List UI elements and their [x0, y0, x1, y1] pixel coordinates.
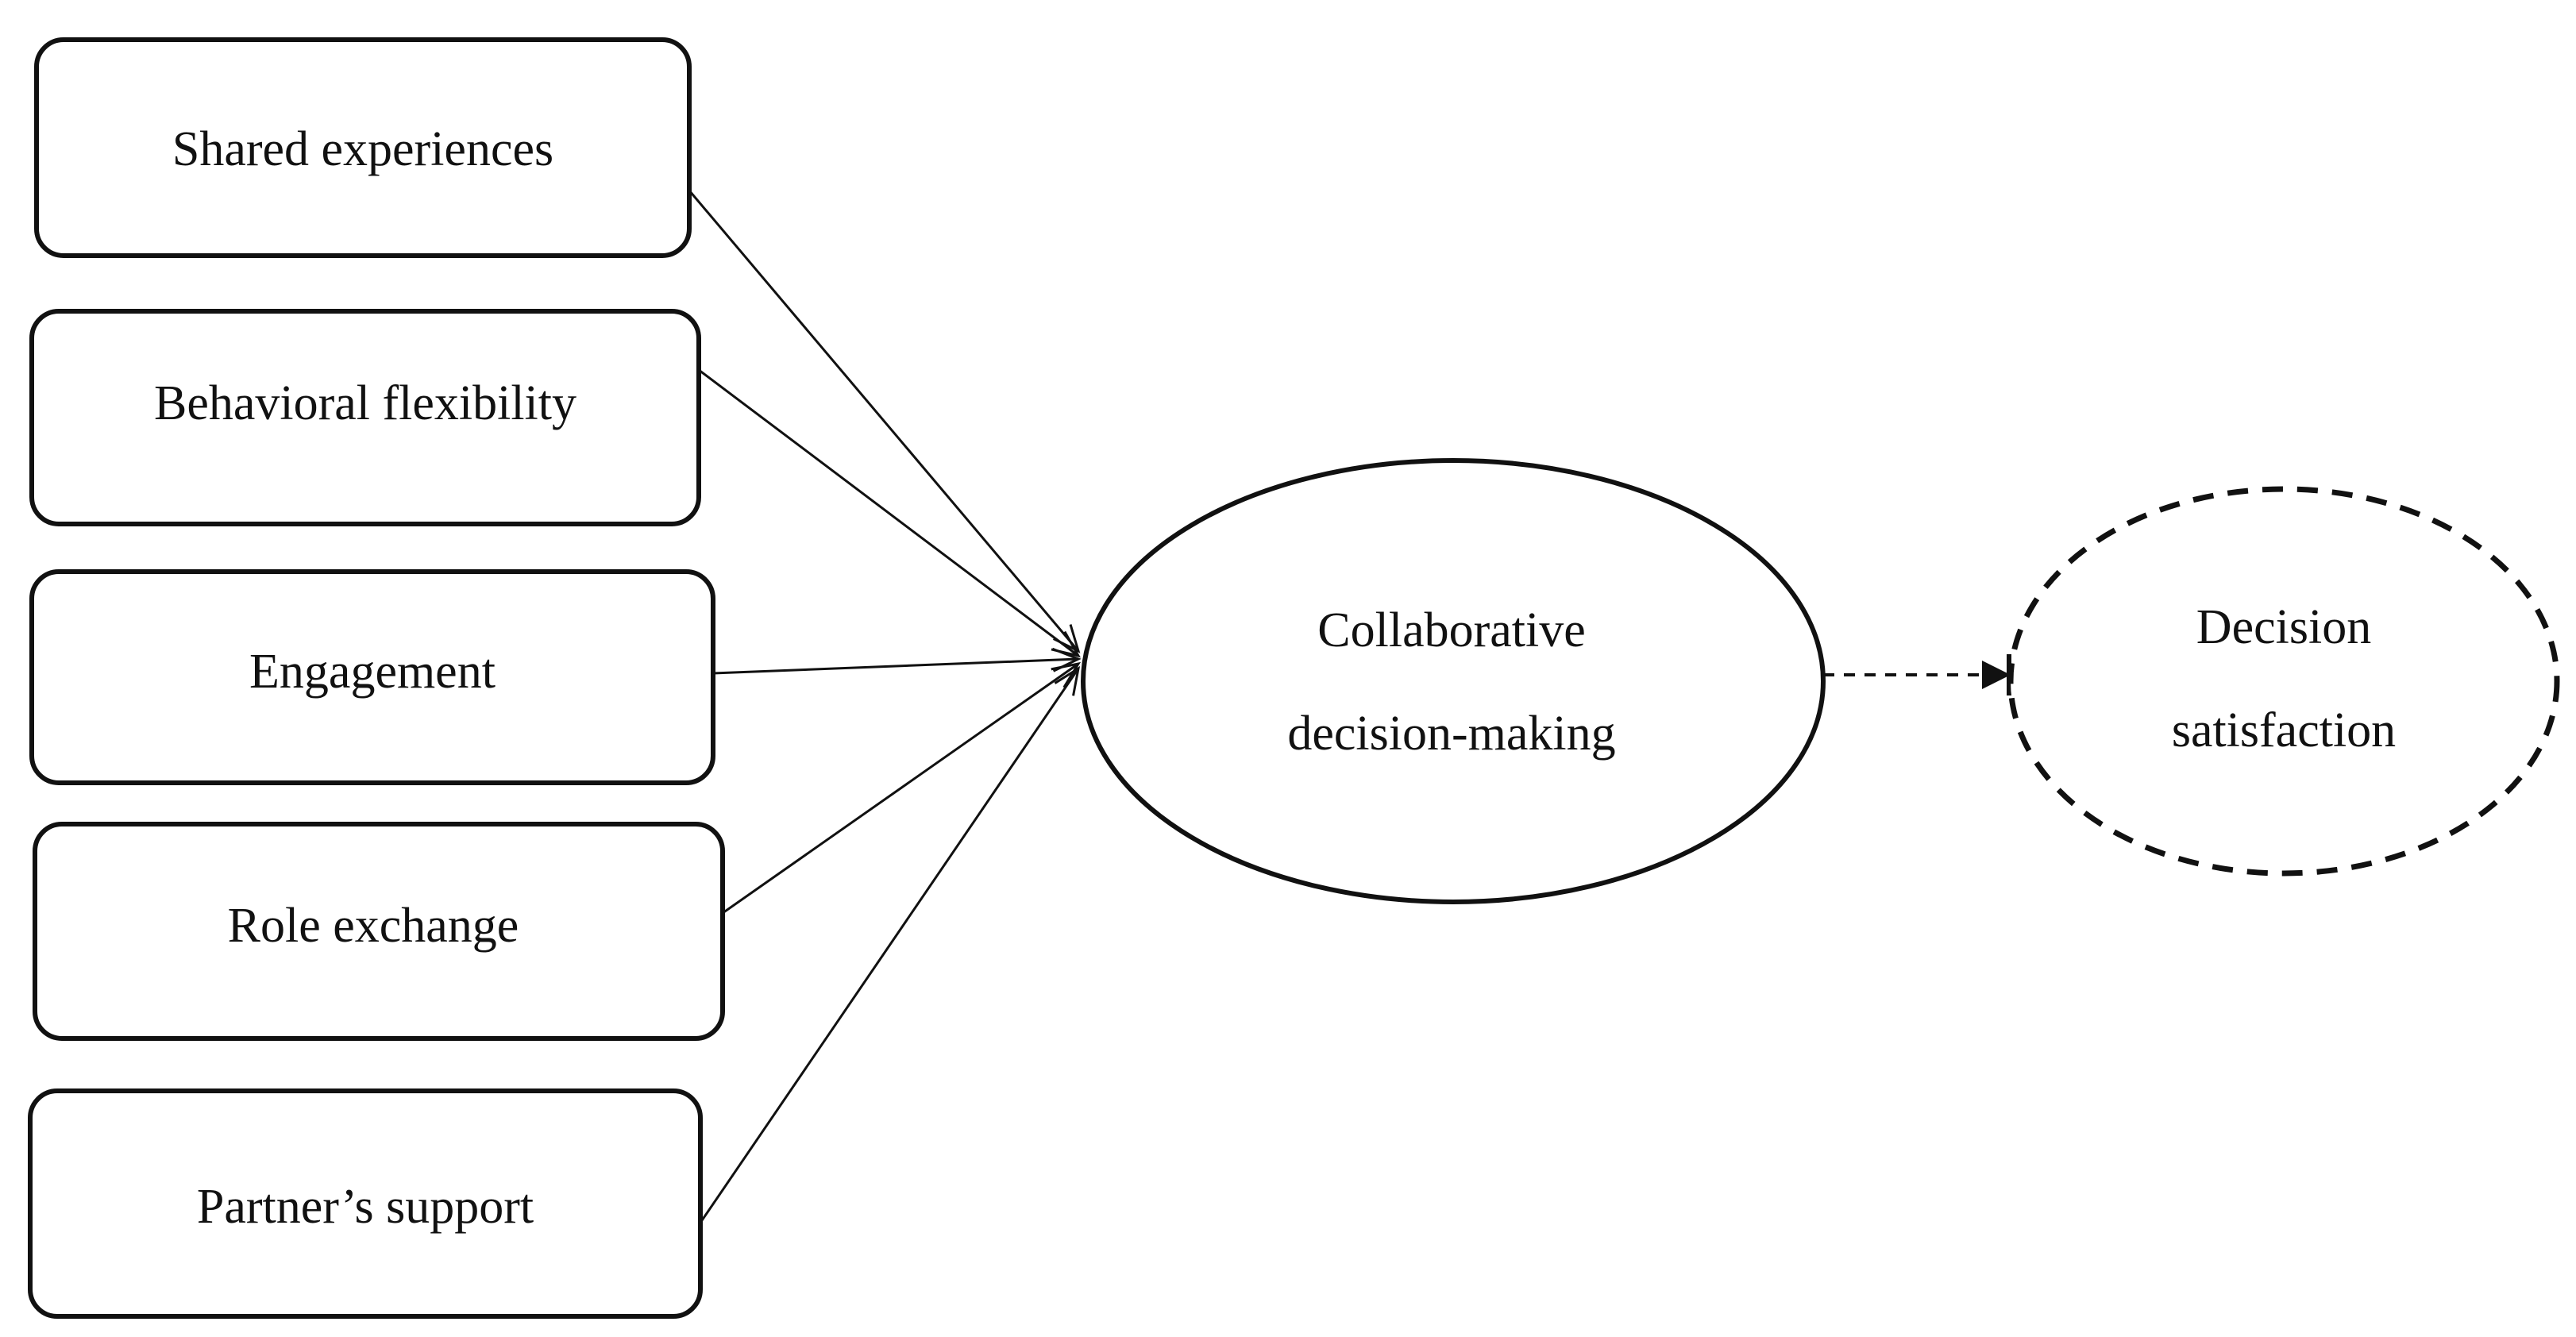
center-node-collaborative: Collaborative decision-making [1081, 458, 1826, 904]
input-label-partner: Partner’s support [197, 1180, 534, 1234]
center-label-line2: decision-making [1287, 707, 1615, 761]
input-label-shared: Shared experiences [172, 122, 553, 176]
input-node-partner: Partner’s support [28, 1088, 703, 1319]
input-label-role: Role exchange [228, 899, 519, 953]
input-node-behavioral: Behavioral flexibility [29, 309, 701, 526]
input-box-shared [34, 37, 692, 258]
edge-engagement-to-collaborative [712, 647, 1082, 675]
input-node-shared: Shared experiences [34, 37, 692, 258]
edge-partner-to-collaborative [699, 665, 1081, 1223]
input-box-role [33, 822, 725, 1041]
outcome-ellipse [2007, 486, 2560, 877]
input-box-behavioral [29, 309, 701, 526]
center-ellipse [1081, 458, 1826, 904]
input-label-engagement: Engagement [249, 645, 496, 699]
edge-shared-to-collaborative [688, 190, 1081, 653]
edge-behavioral-to-collaborative [698, 368, 1081, 658]
input-label-behavioral: Behavioral flexibility [154, 376, 577, 430]
edge-role-to-collaborative [722, 661, 1082, 915]
input-box-partner [28, 1088, 703, 1319]
edges-group [688, 190, 2011, 1223]
input-node-role: Role exchange [33, 822, 725, 1041]
outcome-label-line1: Decision [2196, 600, 2371, 654]
input-box-engagement [29, 569, 715, 785]
outcome-node-satisfaction: Decision satisfaction [2007, 486, 2560, 877]
center-label-line1: Collaborative [1317, 603, 1585, 657]
outcome-label-line2: satisfaction [2172, 703, 2396, 757]
input-node-engagement: Engagement [29, 569, 715, 785]
